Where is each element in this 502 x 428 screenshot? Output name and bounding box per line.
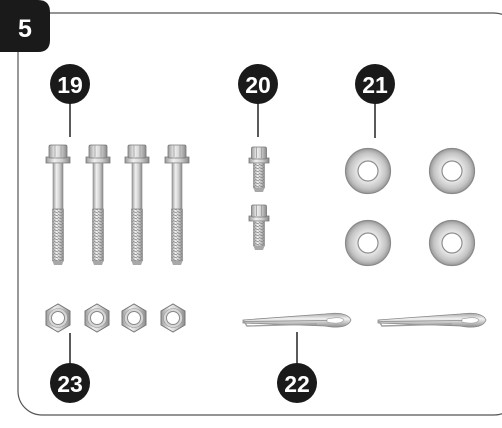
flange-bolt-long [165,145,189,265]
callout-label-19: 19 [57,72,83,98]
part-22-group: 22 [243,313,486,403]
cotter-pin [243,313,351,327]
callout-label-21: 21 [362,72,388,98]
hex-nut [122,304,146,332]
cotter-pin [378,313,486,327]
hex-nut [161,304,185,332]
step-number-badge: 5 [0,0,50,52]
step-number: 5 [18,15,32,43]
flat-washer [346,221,391,266]
callout-label-22: 22 [284,371,310,397]
flat-washer [430,149,475,194]
flange-bolt-long [125,145,149,265]
hex-nut [85,304,109,332]
flange-bolt-long [86,145,110,265]
flat-washer [430,221,475,266]
part-23-group: 23 [46,304,185,403]
flat-washer [346,149,391,194]
hex-nut [46,304,70,332]
callout-label-20: 20 [245,72,271,98]
part-19-group: 19 [46,64,189,265]
flange-bolt-short [249,205,269,250]
flange-bolt-long [46,145,70,265]
callout-label-23: 23 [57,371,83,397]
part-20-group: 20 [238,64,278,250]
flange-bolt-short [249,147,269,192]
part-21-group: 21 [346,64,475,266]
